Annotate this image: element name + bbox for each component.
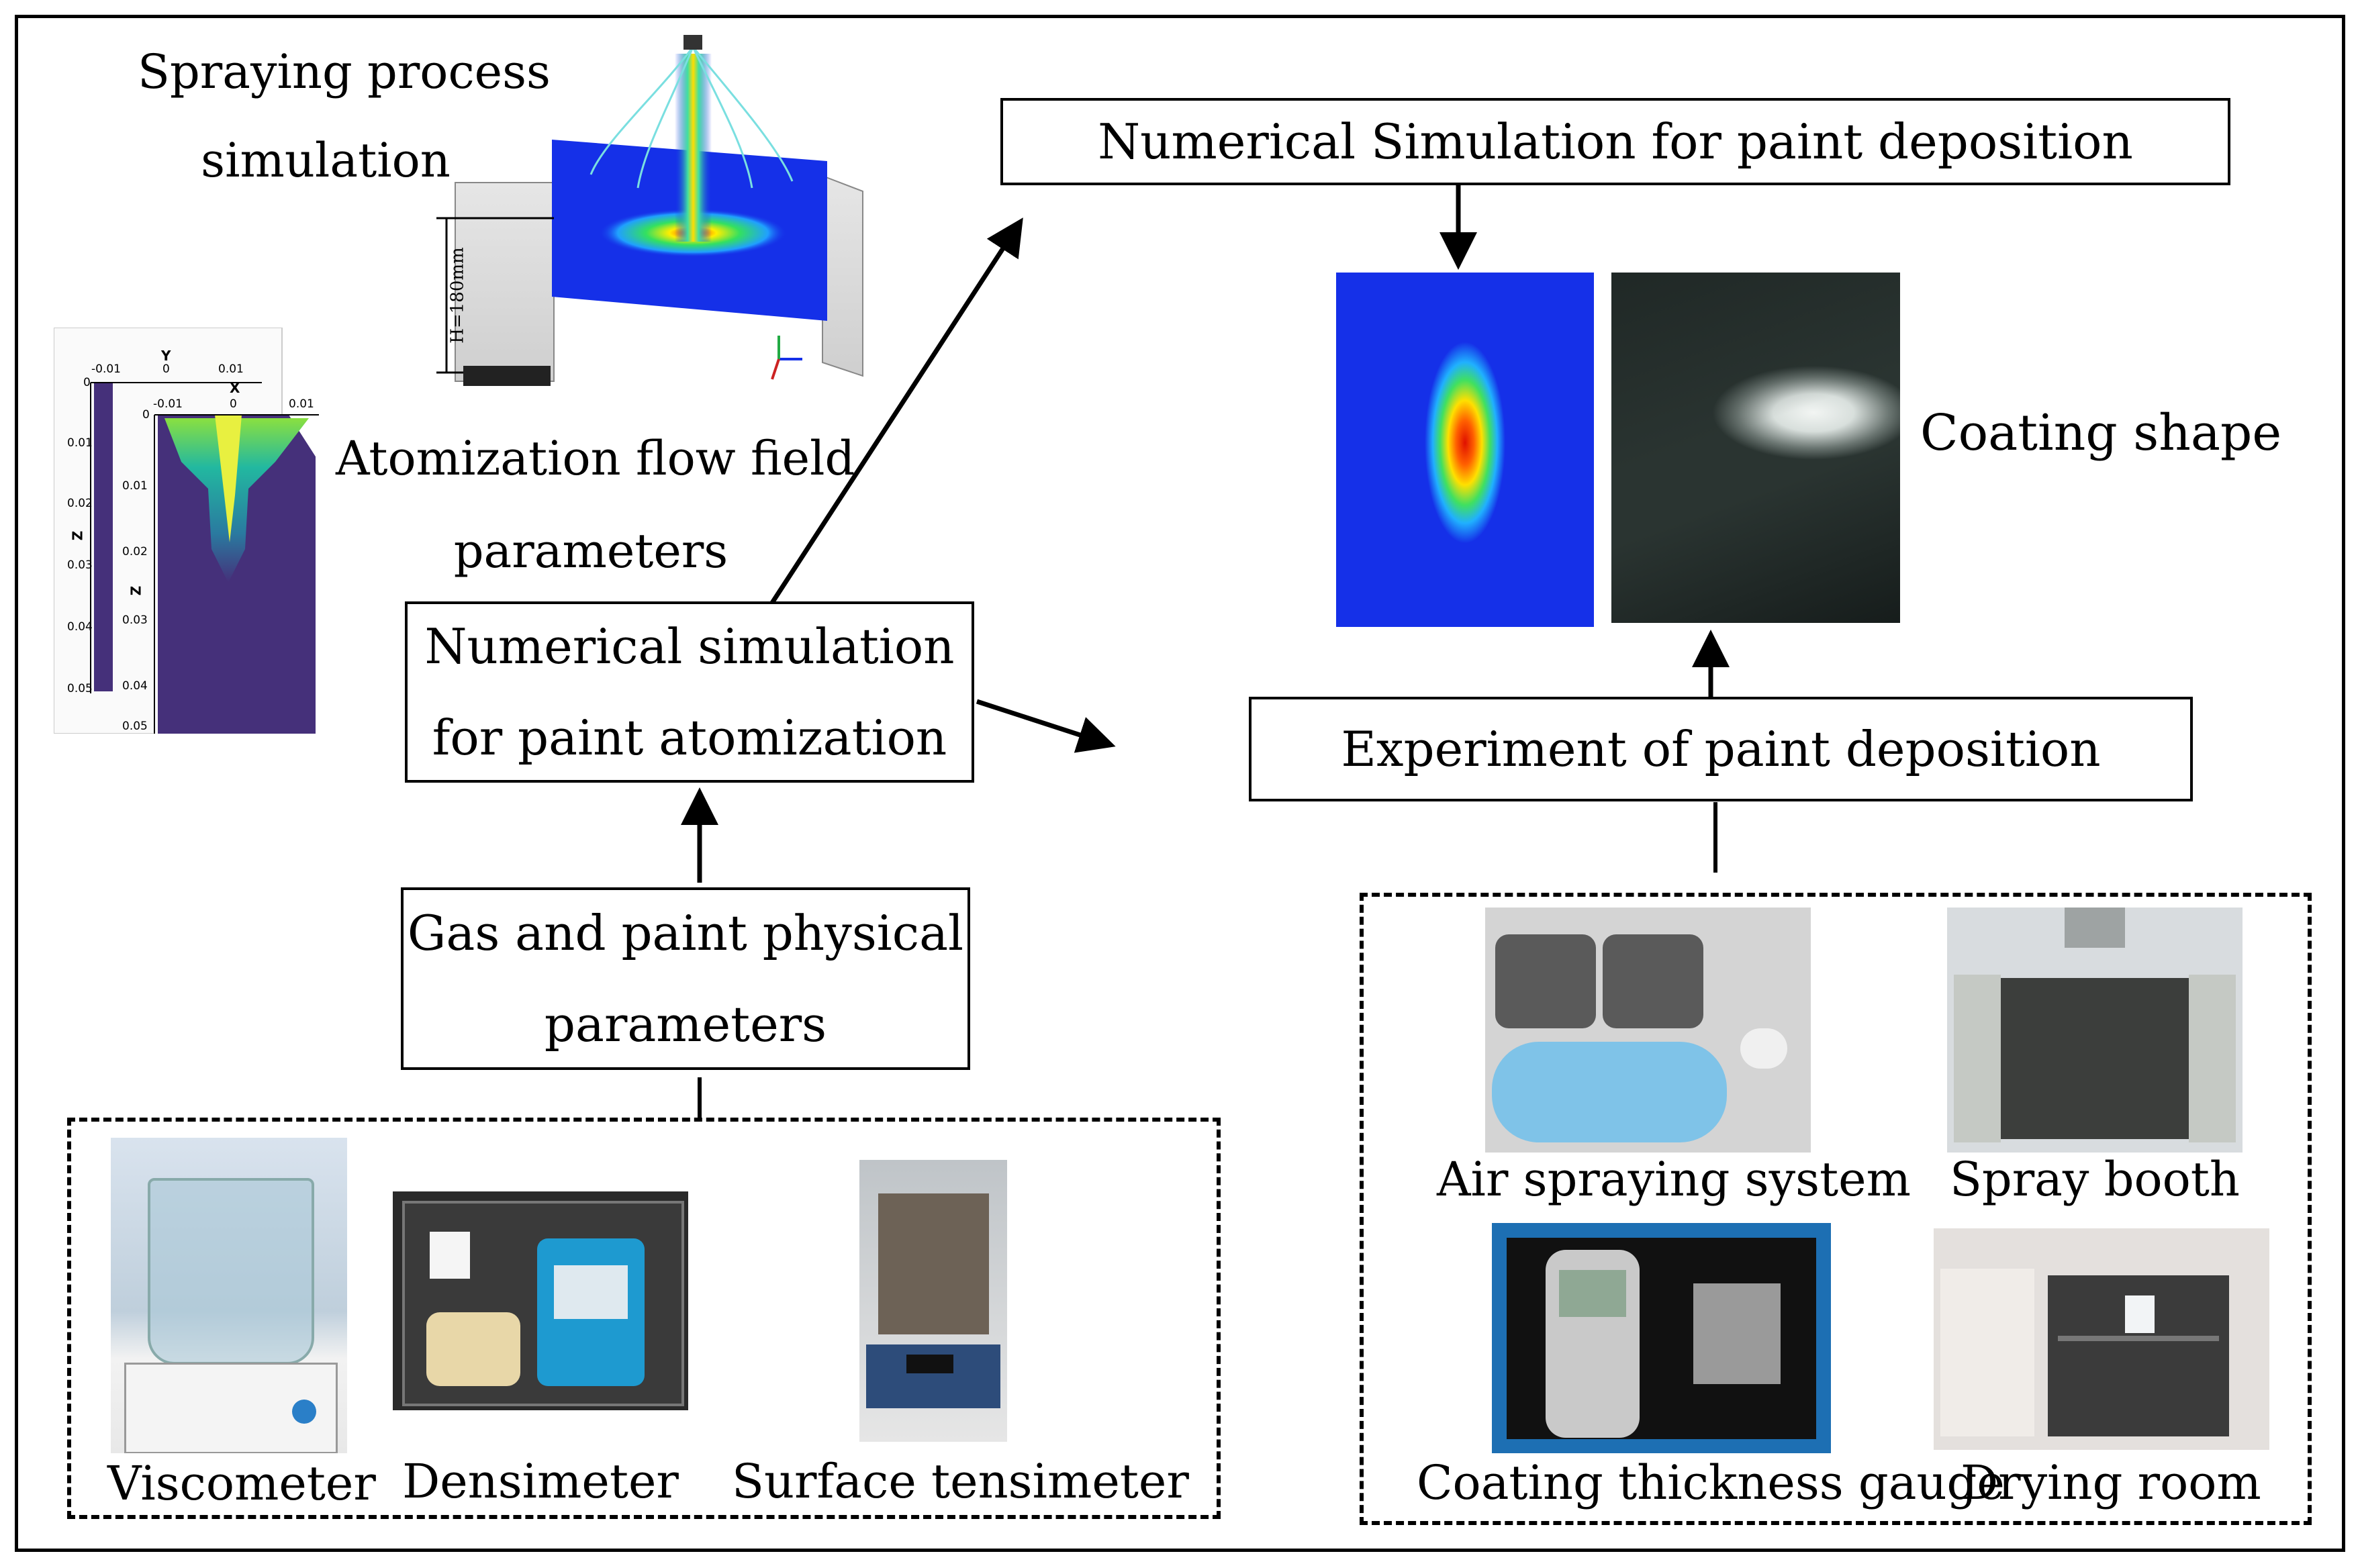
drying-room-panel <box>1940 1269 2034 1436</box>
box-deposition-sim-text: Numerical Simulation for paint depositio… <box>1098 113 2133 170</box>
plot-x-tick-1: -0.01 <box>153 397 183 411</box>
plot-x-axis-title: X <box>230 380 240 396</box>
plot-z-axis-title-back: Z <box>69 530 86 541</box>
mesh-box-right <box>822 175 863 377</box>
box-atomization-line1: Numerical simulation <box>424 618 955 675</box>
drying-room-jar <box>2125 1295 2155 1333</box>
drying-room-shelf <box>2058 1336 2219 1341</box>
plot-z-front-tick-2: 0.01 <box>122 479 148 493</box>
densimeter-foam <box>430 1232 470 1279</box>
plot-z-front-tick-5: 0.04 <box>122 679 148 693</box>
plot-z-back-tick-3: 0.02 <box>67 497 93 510</box>
plot-z-back-tick-2: 0.01 <box>67 436 93 450</box>
plot-x-tick-2: 0 <box>230 397 237 411</box>
plot-y-tick-2: 0 <box>162 362 170 376</box>
mesh-box-floor <box>463 366 551 386</box>
spray-jet <box>675 54 712 242</box>
plot-z-front-tick-1: 0 <box>142 408 150 422</box>
flow-field-plot-svg <box>54 328 319 734</box>
box-physical-line1: Gas and paint physical <box>407 905 964 961</box>
box-physical-line2: parameters <box>544 996 827 1052</box>
densimeter-screen <box>554 1265 628 1319</box>
drying-room-label: Drying room <box>1961 1455 2261 1510</box>
air-spraying-system-label: Air spraying system <box>1437 1152 1911 1207</box>
coating-photo-background <box>1611 273 1900 623</box>
height-dimension-label: H=180mm <box>447 247 468 344</box>
triad-axis-z <box>771 358 780 380</box>
drying-room-photo <box>1934 1228 2269 1450</box>
booth-hood <box>2065 908 2125 948</box>
plot-y-tick-3: 0.01 <box>218 362 244 376</box>
gauge-probe <box>1693 1283 1781 1384</box>
plot-y-tick-1: -0.01 <box>91 362 121 376</box>
mesh-box-left <box>455 182 555 382</box>
spraying-label-line1: Spraying process <box>138 44 551 99</box>
plot-z-front-tick-4: 0.03 <box>122 614 148 627</box>
experimental-coating-photo <box>1611 273 1900 623</box>
arrow-atomization-to-experiment <box>976 699 1116 753</box>
densimeter-bag <box>426 1312 520 1386</box>
compressor-motor-left <box>1495 934 1596 1028</box>
viscometer-beaker <box>148 1178 314 1365</box>
coating-thickness-gauge-photo <box>1492 1223 1831 1453</box>
gauge-screen <box>1559 1270 1626 1317</box>
booth-door-left <box>1954 975 2001 1142</box>
plot-z-back-tick-1: 0 <box>83 376 91 389</box>
plot-z-back-tick-5: 0.04 <box>67 620 93 634</box>
arrow-atomization-to-deposition-sim <box>770 217 1023 604</box>
plot-x-tick-3: 0.01 <box>289 397 314 411</box>
box-gas-paint-physical-parameters: Gas and paint physical parameters <box>401 887 970 1070</box>
surface-tensimeter-label: Surface tensimeter <box>732 1454 1189 1509</box>
compressor-tank <box>1492 1042 1727 1142</box>
plot-plume-core <box>215 415 242 542</box>
tensimeter-display <box>906 1355 953 1373</box>
spraying-label-line2: simulation <box>201 133 451 188</box>
plot-z-back-tick-4: 0.03 <box>67 558 93 572</box>
box-atomization-line2: for paint atomization <box>432 709 947 766</box>
plot-back-colorbar <box>94 383 113 691</box>
plot-z-front-tick-3: 0.02 <box>122 545 148 558</box>
flow-field-plot: Y -0.01 0 0.01 X -0.01 0 0.01 Z Z 0 0.01… <box>54 328 319 734</box>
surface-tensimeter-photo <box>859 1160 1007 1442</box>
plot-z-front-tick-6: 0.05 <box>122 720 148 733</box>
box-experiment-paint-deposition: Experiment of paint deposition <box>1249 697 2193 801</box>
instruments-group <box>67 1118 1221 1519</box>
nozzle <box>683 35 702 50</box>
atomization-label-line1: Atomization flow field <box>336 431 855 486</box>
viscometer-label: Viscometer <box>107 1456 376 1511</box>
box-experiment-text: Experiment of paint deposition <box>1341 721 2101 777</box>
box-numerical-simulation-deposition: Numerical Simulation for paint depositio… <box>1000 98 2230 185</box>
air-spraying-system-photo <box>1485 908 1811 1153</box>
atomization-label-line2: parameters <box>453 524 728 579</box>
atomization-parameters-label: Atomization flow field parameters <box>336 431 855 579</box>
spray-booth-label: Spray booth <box>1949 1152 2240 1207</box>
spraying-process-label: Spraying process simulation <box>138 44 551 188</box>
booth-door-right <box>2189 975 2236 1142</box>
tensimeter-window <box>878 1193 989 1334</box>
plot-y-axis-title: Y <box>161 348 171 364</box>
equipment-group <box>1360 893 2312 1525</box>
compressor-motor-right <box>1603 934 1703 1028</box>
box-numerical-simulation-atomization: Numerical simulation for paint atomizati… <box>405 601 974 783</box>
booth-opening <box>2001 978 2189 1139</box>
plot-z-axis-title-front: Z <box>128 585 144 596</box>
plot-z-back-tick-6: 0.05 <box>67 682 93 695</box>
outer-frame <box>15 15 2345 1552</box>
coating-shape-label: Coating shape <box>1920 404 2282 462</box>
spray-gun <box>1740 1028 1787 1069</box>
spray-booth-photo <box>1947 908 2243 1153</box>
coating-thickness-gauge-label: Coating thickness gauge <box>1417 1455 2005 1510</box>
viscometer-knob <box>292 1400 316 1424</box>
densimeter-label: Densimeter <box>402 1454 679 1509</box>
spray-streamlines <box>589 46 794 189</box>
simulated-coating-image <box>1336 273 1594 627</box>
plot-front-domain <box>158 415 316 734</box>
plot-plume <box>164 418 309 583</box>
densimeter-photo <box>393 1191 688 1410</box>
viscometer-photo <box>111 1138 347 1453</box>
